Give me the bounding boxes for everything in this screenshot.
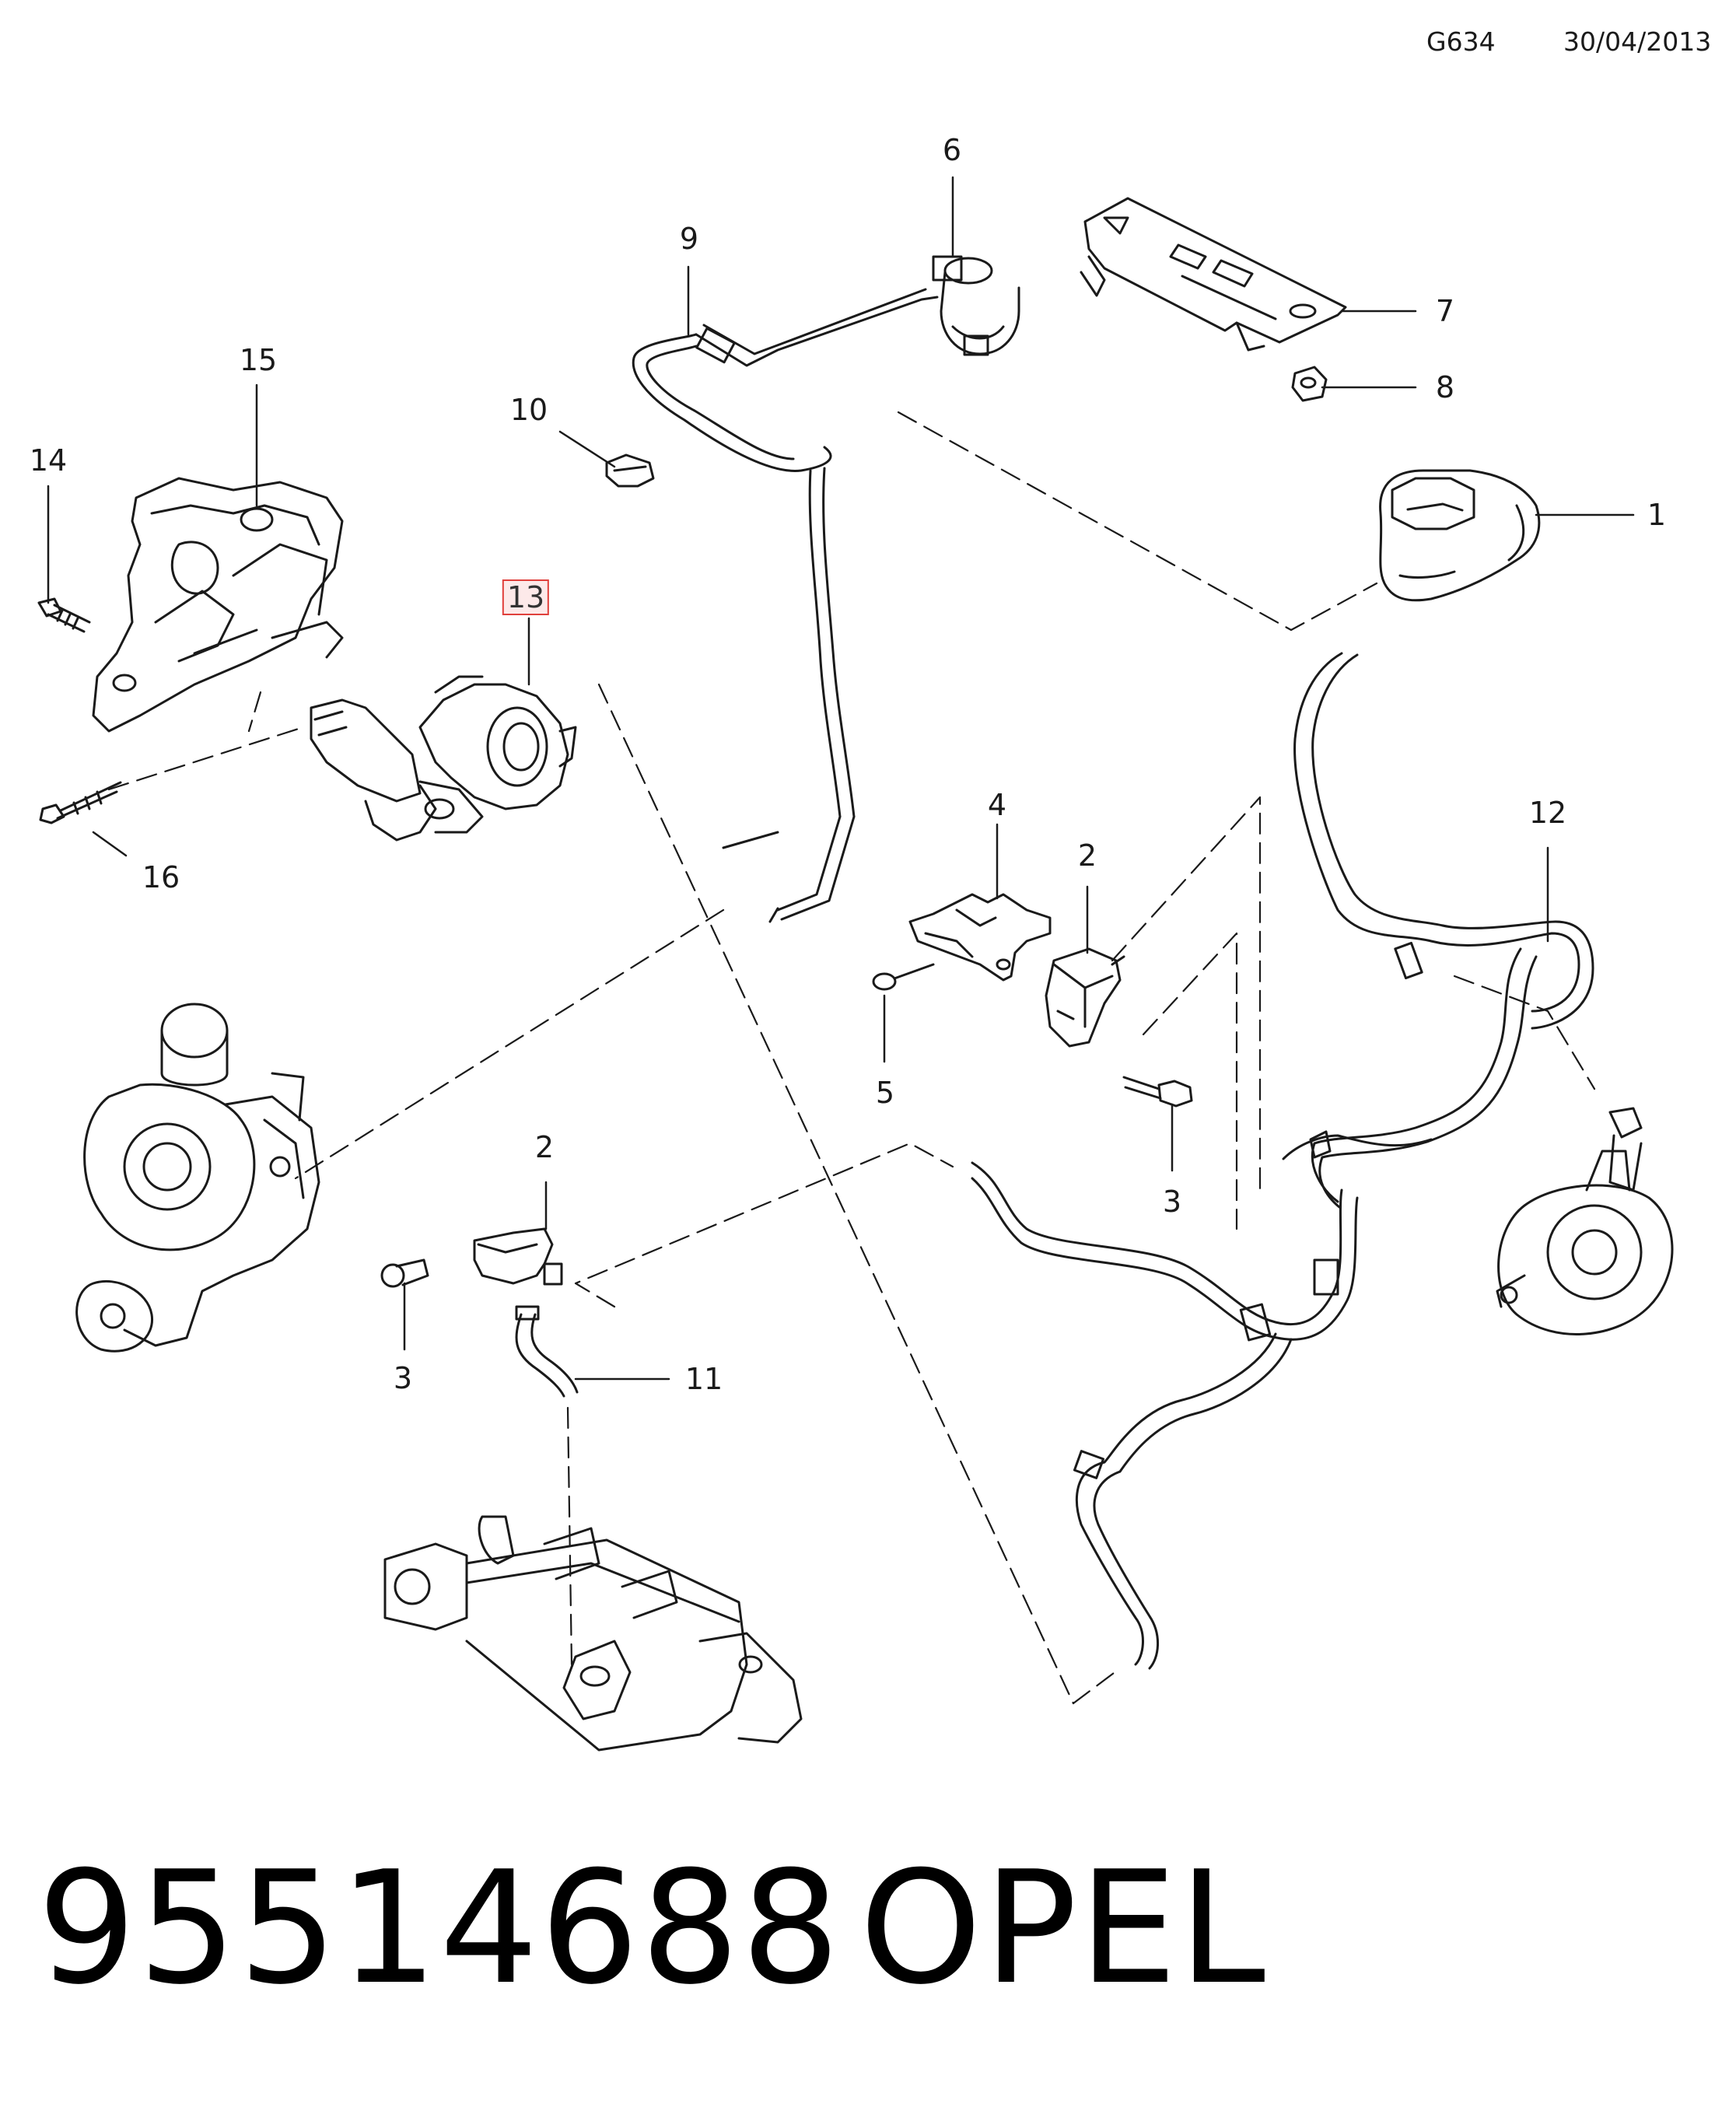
- part-number: 95514688: [37, 1838, 842, 2019]
- part-2-solenoid-bottom: [473, 1227, 563, 1286]
- callout-16: 16: [142, 860, 180, 894]
- callout-7: 7: [1435, 294, 1455, 328]
- part-2-solenoid-top: [1045, 947, 1125, 1048]
- callout-2-top: 2: [1077, 838, 1097, 873]
- callout-15: 15: [239, 343, 278, 377]
- part-11-hose: [515, 1305, 579, 1398]
- callout-5: 5: [875, 1076, 895, 1110]
- part-8-nut: [1291, 366, 1328, 402]
- part-5-screw: [872, 963, 935, 991]
- part-13-valve: [310, 675, 577, 842]
- callout-13-highlighted[interactable]: 13: [502, 579, 550, 615]
- callout-8: 8: [1435, 370, 1455, 404]
- diagram-date: 30/04/2013: [1563, 26, 1712, 57]
- callout-11: 11: [684, 1362, 723, 1396]
- vacuum-pump: [1496, 1107, 1674, 1335]
- callout-2-bottom: 2: [534, 1130, 555, 1164]
- part-15-bracket: [92, 477, 344, 733]
- hose-13-branch: [1282, 1134, 1433, 1160]
- hose-9: [632, 288, 939, 923]
- diagram-code: G634: [1426, 26, 1496, 57]
- egr-cooler: [383, 1515, 803, 1752]
- callout-3-right: 3: [1162, 1185, 1182, 1219]
- hose-12: [1293, 652, 1594, 1209]
- lower-hose: [971, 1161, 1359, 1670]
- part-6-valve: [932, 255, 1020, 356]
- part-14-bolt: [37, 597, 91, 633]
- leader-lines: [47, 176, 1635, 1381]
- turbocharger: [75, 1003, 320, 1353]
- callout-14: 14: [29, 443, 68, 478]
- part-1-reservoir: [1379, 469, 1541, 602]
- callout-12: 12: [1528, 796, 1567, 830]
- part-4-bracket: [908, 893, 1052, 982]
- callout-10: 10: [509, 393, 548, 427]
- callout-3-left: 3: [393, 1361, 413, 1395]
- callout-4: 4: [987, 788, 1007, 822]
- assembly-dash-lines: [107, 411, 1596, 1705]
- hose-clamp-small: [1309, 1130, 1332, 1159]
- brand-name: OPEL: [859, 1838, 1267, 2019]
- part-3-bolt-left: [380, 1258, 429, 1288]
- part-16-bolt: [39, 781, 122, 824]
- part-7-bracket: [1080, 197, 1347, 352]
- callout-6: 6: [942, 133, 962, 167]
- part-10-clip: [605, 453, 655, 488]
- callout-9: 9: [679, 222, 699, 256]
- part-3-screw-right: [1122, 1076, 1193, 1108]
- callout-1: 1: [1647, 498, 1667, 532]
